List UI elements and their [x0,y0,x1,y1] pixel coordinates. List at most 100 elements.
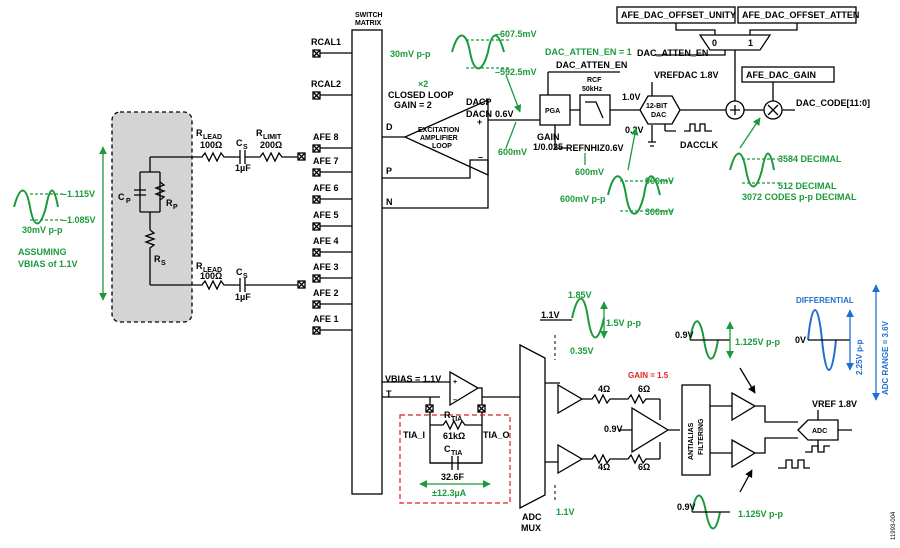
pin-column: RCAL1 RCAL2 AFE 8 AFE 7 AFE 6 AFE 5 AFE … [297,37,341,335]
rs-label: R [154,254,161,264]
dac-atten-en-eq: DAC_ATTEN_EN = 1 [545,47,632,57]
pga-gain-2: 1/0.025 [533,142,563,152]
switch-t: T [386,389,392,399]
sig-pp: 1.5V p-p [606,318,642,328]
exc-600mv: 600mV [498,147,527,157]
pin-label: AFE 2 [313,288,339,298]
dac-label: DAC [651,112,666,119]
exc-top: –607.5mV [495,29,537,39]
low-1v1: 1.1V [556,507,575,517]
rlead2-value: 100Ω [200,271,222,281]
vbias-label: VBIAS = 1.1V [385,374,441,384]
sig-top: 1.85V [568,290,592,300]
r6-bot: 6Ω [638,462,650,472]
dac-bits: 12-BIT [646,103,668,110]
dac-gain-box: AFE_DAC_GAIN [746,70,816,80]
tia-i-label: TIA_I [403,430,425,440]
pga-gain-1: GAIN [537,132,560,142]
switch-matrix: SWITCH MATRIX D P N T [320,12,393,495]
antialias-1: ANTIALIAS [688,422,695,460]
antialias-2: FILTERING [698,418,705,455]
exc-bottom: –592.5mV [495,67,537,77]
assuming-line1: ASSUMING [18,247,67,257]
refnhiz-label: REFNHIZ [566,143,605,153]
sig-bot: 0.35V [570,346,594,356]
amp-minus: – [478,152,483,162]
pin-afe5: AFE 5 [312,210,339,231]
pin-label: AFE 8 [313,132,339,142]
pin-label: AFE 1 [313,314,339,324]
closed-loop-2: GAIN = 2 [394,100,432,110]
pin-label: AFE 6 [313,183,339,193]
r6-top: 6Ω [638,384,650,394]
dac-02v: 0.2V [625,125,644,135]
switch-p: P [386,166,392,176]
rcf-block: RCF 50kHz [579,77,640,126]
adc-mux-2: MUX [521,523,541,533]
rcf-freq: 50kHz [582,86,603,93]
switch-n: N [386,197,393,207]
pin-afe6: AFE 6 [312,183,339,204]
closed-loop-1: CLOSED LOOP [388,90,454,100]
sig-mid: 1.1V [541,310,560,320]
mux-0: 0 [712,38,717,48]
ctia-value: 32.6F [441,472,465,482]
receive-path: VBIAS = 1.1V + – TIA_I TIA_O R TIA 61kΩ … [382,284,890,533]
cs2-sub: S [243,273,248,280]
tia-current: ±12.3µA [432,488,467,498]
r4-bot: 4Ω [598,462,610,472]
gain-label: GAIN = 1.5 [628,371,669,380]
pp-bot: 1.125V p-p [738,509,784,519]
rlimit-label: R [256,128,263,138]
dac-1v: 1.0V [622,92,641,102]
dac-900mv: 900mV [645,176,674,186]
pin-rcal2: RCAL2 [311,79,341,100]
input-signal-annotation: –1.115V –1.085V 30mV p-p ASSUMING VBIAS … [13,146,107,301]
pin-afe2: AFE 2 [312,288,339,309]
adc-label: ADC [812,428,827,435]
cs1-label: C [236,138,243,148]
rcf-label: RCF [587,77,602,84]
codes-pp: 3072 CODES p-p DECIMAL [742,192,857,202]
differential-label: DIFFERENTIAL [796,296,854,305]
ctia-sub: TIA [451,450,462,457]
dac-section: AFE_DAC_OFFSET_UNITY AFE_DAC_OFFSET_ATTE… [560,6,870,217]
top-lead-branch: R LEAD 100Ω C S 1µF R LIMIT 200Ω [150,128,302,173]
adc-mux [519,343,546,510]
input-pp: 30mV p-p [22,225,63,235]
pga-dac-atten-en: DAC_ATTEN_EN [556,60,627,70]
assuming-line2: VBIAS of 1.1V [18,259,78,269]
pin-label: AFE 3 [313,262,339,272]
pin-label: AFE 7 [313,156,339,166]
rp-label: R [166,198,173,208]
offset-atten-box: AFE_DAC_OFFSET_ATTEN [742,10,859,20]
tia-dashed-box [399,414,511,504]
amp-label-2: AMPLIFIER [420,135,458,142]
rtia-sub: TIA [451,416,462,423]
rlead1-label: R [196,128,203,138]
excitation-amplifier: + – EXCITATION AMPLIFIER LOOP ×2 CLOSED … [382,29,540,209]
pin-afe4: AFE 4 [312,236,339,257]
tia-o-label: TIA_O [483,430,510,440]
pin-label: AFE 5 [313,210,339,220]
switch-matrix-label-1: SWITCH [355,12,383,19]
dac-300mv: 300mV [645,207,674,217]
pin-label: RCAL1 [311,37,341,47]
pin-afe3: AFE 3 [297,262,339,289]
amp-x2: ×2 [418,79,428,89]
pin-afe8: AFE 8 [312,132,339,153]
dac-atten-en-label: DAC_ATTEN_EN [637,48,708,58]
pp-top: 1.125V p-p [735,337,781,347]
rp-sub: P [173,204,178,211]
pin-afe7: AFE 7 [312,156,339,177]
dacp-label: DACP [466,97,492,107]
rtia-value: 61kΩ [443,431,465,441]
figure-id: 11993-004 [891,511,897,540]
rtia-label: R [444,410,451,420]
rs-sub: S [161,260,166,267]
adc-mux-1: ADC [522,512,542,522]
rlead2-label: R [196,261,203,271]
pin-label: RCAL2 [311,79,341,89]
diff-0v: 0V [795,335,806,345]
exc-pp: 30mV p-p [390,49,431,59]
